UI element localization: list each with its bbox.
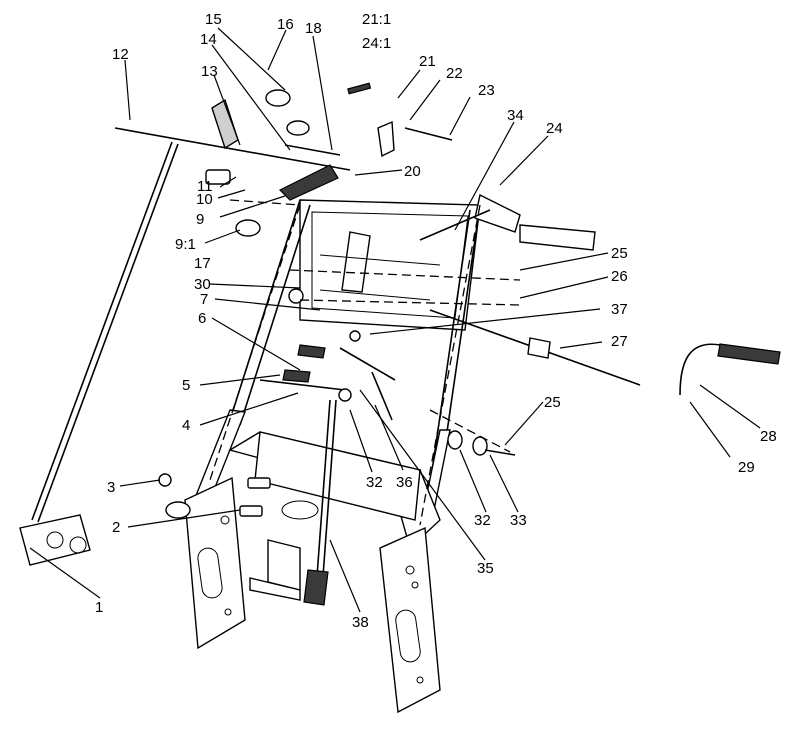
callout-25-upper: 25 xyxy=(611,245,628,262)
callout-13: 13 xyxy=(201,63,218,80)
callout-35: 35 xyxy=(477,560,494,577)
callout-26: 26 xyxy=(611,268,628,285)
callout-34: 34 xyxy=(507,107,524,124)
callout-17: 17 xyxy=(194,255,211,272)
callout-21: 21 xyxy=(419,53,436,70)
callout-36: 36 xyxy=(396,474,413,491)
callout-22: 22 xyxy=(446,65,463,82)
callout-6: 6 xyxy=(198,310,206,327)
callout-23: 23 xyxy=(478,82,495,99)
callout-15: 15 xyxy=(205,11,222,28)
callout-9: 9 xyxy=(196,211,204,228)
alignment-lines xyxy=(209,199,521,526)
callout-12: 12 xyxy=(112,46,129,63)
callout-11: 11 xyxy=(197,178,213,195)
callout-20: 20 xyxy=(404,163,421,180)
callout-28: 28 xyxy=(760,428,777,445)
callout-33: 33 xyxy=(510,512,527,529)
callout-10: 10 xyxy=(196,191,213,208)
callout-30: 30 xyxy=(194,276,211,293)
callout-32-left: 32 xyxy=(366,474,383,491)
callout-29: 29 xyxy=(738,459,755,476)
callout-24: 24 xyxy=(546,120,563,137)
callout-2: 2 xyxy=(112,519,120,536)
callout-9-1: 9:1 xyxy=(175,236,196,253)
callout-1: 1 xyxy=(95,599,103,616)
left-side-plate xyxy=(184,476,246,650)
leader-lines xyxy=(29,27,761,613)
right-handle-lever xyxy=(419,193,781,396)
callout-32-right: 32 xyxy=(474,512,491,529)
right-side-plate xyxy=(379,526,441,714)
springs-and-links xyxy=(158,288,516,606)
callout-14: 14 xyxy=(200,31,217,48)
callout-38: 38 xyxy=(352,614,369,631)
callout-16: 16 xyxy=(277,16,294,33)
callout-3: 3 xyxy=(107,479,115,496)
shift-rod xyxy=(19,141,179,566)
callout-5: 5 xyxy=(182,377,190,394)
upper-pivot-assembly xyxy=(114,82,453,237)
callout-27: 27 xyxy=(611,333,628,350)
callout-21-1: 21:1 xyxy=(362,11,391,28)
callout-18: 18 xyxy=(305,20,322,37)
callout-labels: 1 2 3 4 5 6 7 9 9:1 10 11 12 13 14 15 16… xyxy=(95,11,777,631)
callout-25-lower: 25 xyxy=(544,394,561,411)
callout-7: 7 xyxy=(200,291,208,308)
callout-37: 37 xyxy=(611,301,628,318)
callout-4: 4 xyxy=(182,417,190,434)
callout-24-1: 24:1 xyxy=(362,35,391,52)
